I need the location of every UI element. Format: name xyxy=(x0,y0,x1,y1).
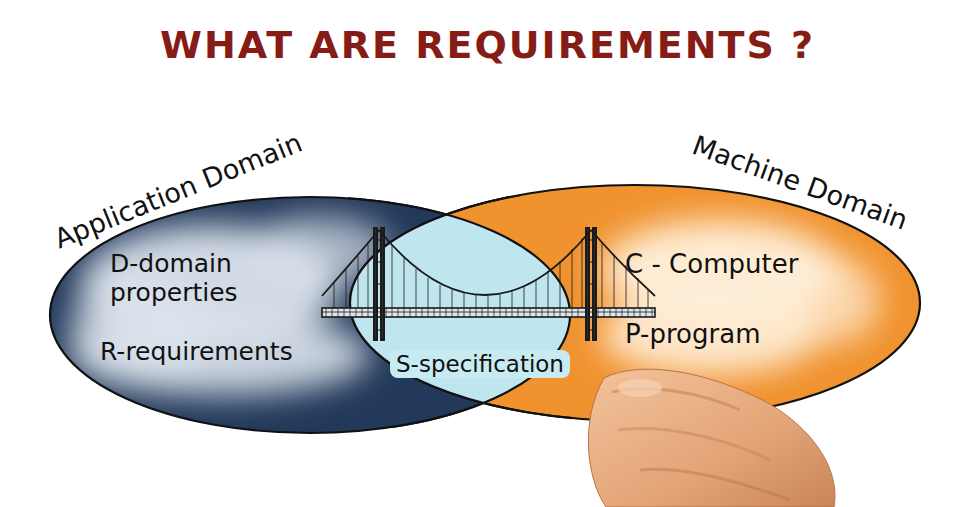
bridge xyxy=(322,228,655,340)
diagram-title: WHAT ARE REQUIREMENTS ? xyxy=(160,24,815,68)
drawing-hand xyxy=(588,369,835,507)
domain-item: P-program xyxy=(625,320,760,350)
specification-label: S-specification xyxy=(390,350,570,378)
domain-item: D-domain properties xyxy=(110,250,310,308)
domain-item: R-requirements xyxy=(100,338,293,367)
domain-item: C - Computer xyxy=(625,250,798,280)
